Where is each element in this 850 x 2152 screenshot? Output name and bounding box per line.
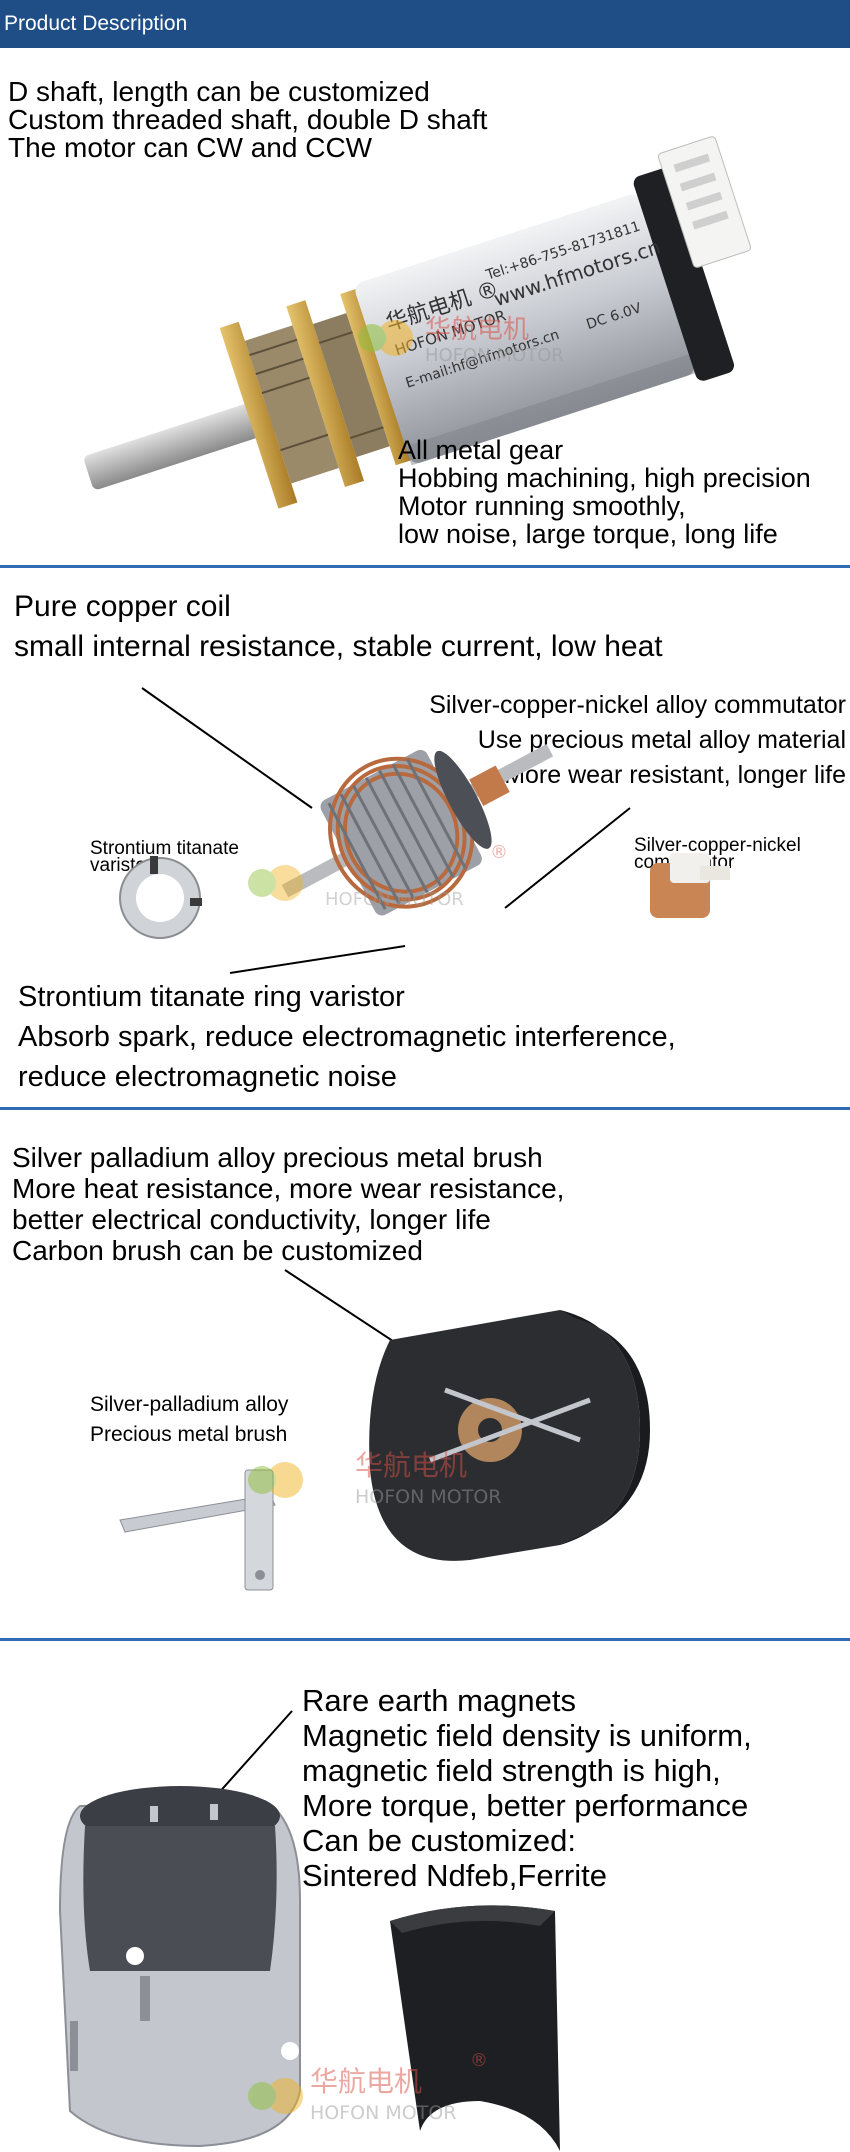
rotor-illustration: HOFON MOTOR ®	[119, 687, 730, 974]
shaft-line-1: D shaft, length can be customized	[8, 76, 430, 107]
arc-magnet	[390, 1905, 560, 2151]
varistor-line-3: reduce electromagnetic noise	[18, 1061, 397, 1093]
shaft-line-2: Custom threaded shaft, double D shaft	[8, 104, 488, 135]
brush-line-2: More heat resistance, more wear resistan…	[12, 1173, 565, 1204]
watermark-logo-3: 华航电机 HOFON MOTOR	[248, 1449, 502, 1508]
magnets-line-4: More torque, better performance	[302, 1788, 749, 1823]
svg-text:®: ®	[470, 2050, 488, 2071]
varistor-line-2: Absorb spark, reduce electromagnetic int…	[18, 1021, 676, 1053]
brush-line-1: Silver palladium alloy precious metal br…	[12, 1142, 543, 1173]
varistor-ring	[434, 750, 492, 849]
shaft-description: D shaft, length can be customized Custom…	[8, 78, 487, 162]
motor-end-cap	[633, 168, 735, 381]
varistor-line-1: Strontium titanate ring varistor	[18, 981, 405, 1013]
output-shaft	[84, 396, 283, 490]
watermark-logo-4: 华航电机 ® HOFON MOTOR	[248, 2050, 488, 2124]
svg-text:®: ®	[490, 842, 508, 863]
brush-line-3: better electrical conductivity, longer l…	[12, 1204, 491, 1235]
pointer-line	[504, 807, 631, 909]
commutator-small	[650, 853, 730, 918]
brush-description: Silver palladium alloy precious metal br…	[12, 1142, 564, 1266]
brush-small-label: Silver-palladium alloy Precious metal br…	[90, 1393, 289, 1446]
brush-line-4: Carbon brush can be customized	[12, 1235, 423, 1266]
header-title: Product Description	[4, 12, 188, 35]
shaft-line-3: The motor can CW and CCW	[8, 132, 373, 163]
section-divider	[0, 1107, 850, 1110]
motor-housing	[58, 1786, 301, 2148]
gear-line-1: All metal gear	[398, 435, 564, 465]
section-header: Product Description	[0, 0, 850, 48]
svg-text:华航电机: 华航电机	[425, 315, 529, 345]
gear-description: All metal gear Hobbing machining, high p…	[398, 436, 811, 548]
brush-illustration: 华航电机 HOFON MOTOR	[119, 1269, 650, 1591]
pointer-line	[141, 687, 313, 809]
section-divider	[0, 565, 850, 568]
magnets-line-2: Magnetic field density is uniform,	[302, 1718, 752, 1753]
gearbox-plate	[219, 321, 298, 509]
svg-text:HOFON MOTOR: HOFON MOTOR	[355, 1486, 502, 1508]
commutator	[469, 765, 510, 807]
varistor-description: Strontium titanate ring varistor Absorb …	[18, 977, 676, 1097]
magnets-line-3: magnetic field strength is high,	[302, 1753, 721, 1788]
gearbox-gears	[244, 325, 339, 484]
gear-line-4: low noise, large torque, long life	[398, 519, 778, 549]
svg-text:华航电机: 华航电机	[355, 1449, 467, 1482]
loose-brush	[119, 1469, 276, 1591]
magnets-line-5: Can be customized:	[302, 1823, 576, 1858]
commutator-line-1: Silver-copper-nickel alloy commutator	[429, 691, 846, 719]
svg-text:HOFON MOTOR: HOFON MOTOR	[325, 889, 464, 910]
watermark-logo-2: HOFON MOTOR ®	[248, 842, 508, 910]
magnets-line-6: Sintered Ndfeb,Ferrite	[302, 1858, 607, 1893]
brush-end-cap	[369, 1310, 650, 1561]
gearbox-plate	[286, 300, 365, 488]
svg-text:华航电机: 华航电机	[310, 2065, 422, 2098]
svg-text:HOFON MOTOR: HOFON MOTOR	[310, 2102, 457, 2124]
section-divider	[0, 1638, 850, 1641]
gear-motor-illustration: 华航电机 ® HOFON MOTOR Tel:+86-755-81731811 …	[84, 136, 752, 509]
housing-magnet-illustration: 华航电机 ® HOFON MOTOR	[58, 1710, 560, 2151]
coil-line-2: small internal resistance, stable curren…	[14, 630, 663, 663]
magnets-line-1: Rare earth magnets	[302, 1683, 576, 1718]
coil-description: Pure copper coil small internal resistan…	[14, 587, 663, 667]
pointer-line	[229, 945, 406, 974]
gear-line-3: Motor running smoothly,	[398, 491, 686, 521]
magnets-description: Rare earth magnets Magnetic field densit…	[302, 1683, 752, 1893]
commutator-line-3: More wear resistant, longer life	[504, 761, 846, 789]
commutator-description: Silver-copper-nickel alloy commutator Us…	[429, 688, 846, 793]
svg-text:HOFON MOTOR: HOFON MOTOR	[425, 345, 564, 366]
gearbox-plate	[340, 289, 411, 466]
watermark-logo-1: 华航电机 HOFON MOTOR	[358, 315, 564, 366]
coil-line-1: Pure copper coil	[14, 590, 231, 623]
varistor-ring-small	[119, 856, 202, 939]
gear-line-2: Hobbing machining, high precision	[398, 463, 811, 493]
